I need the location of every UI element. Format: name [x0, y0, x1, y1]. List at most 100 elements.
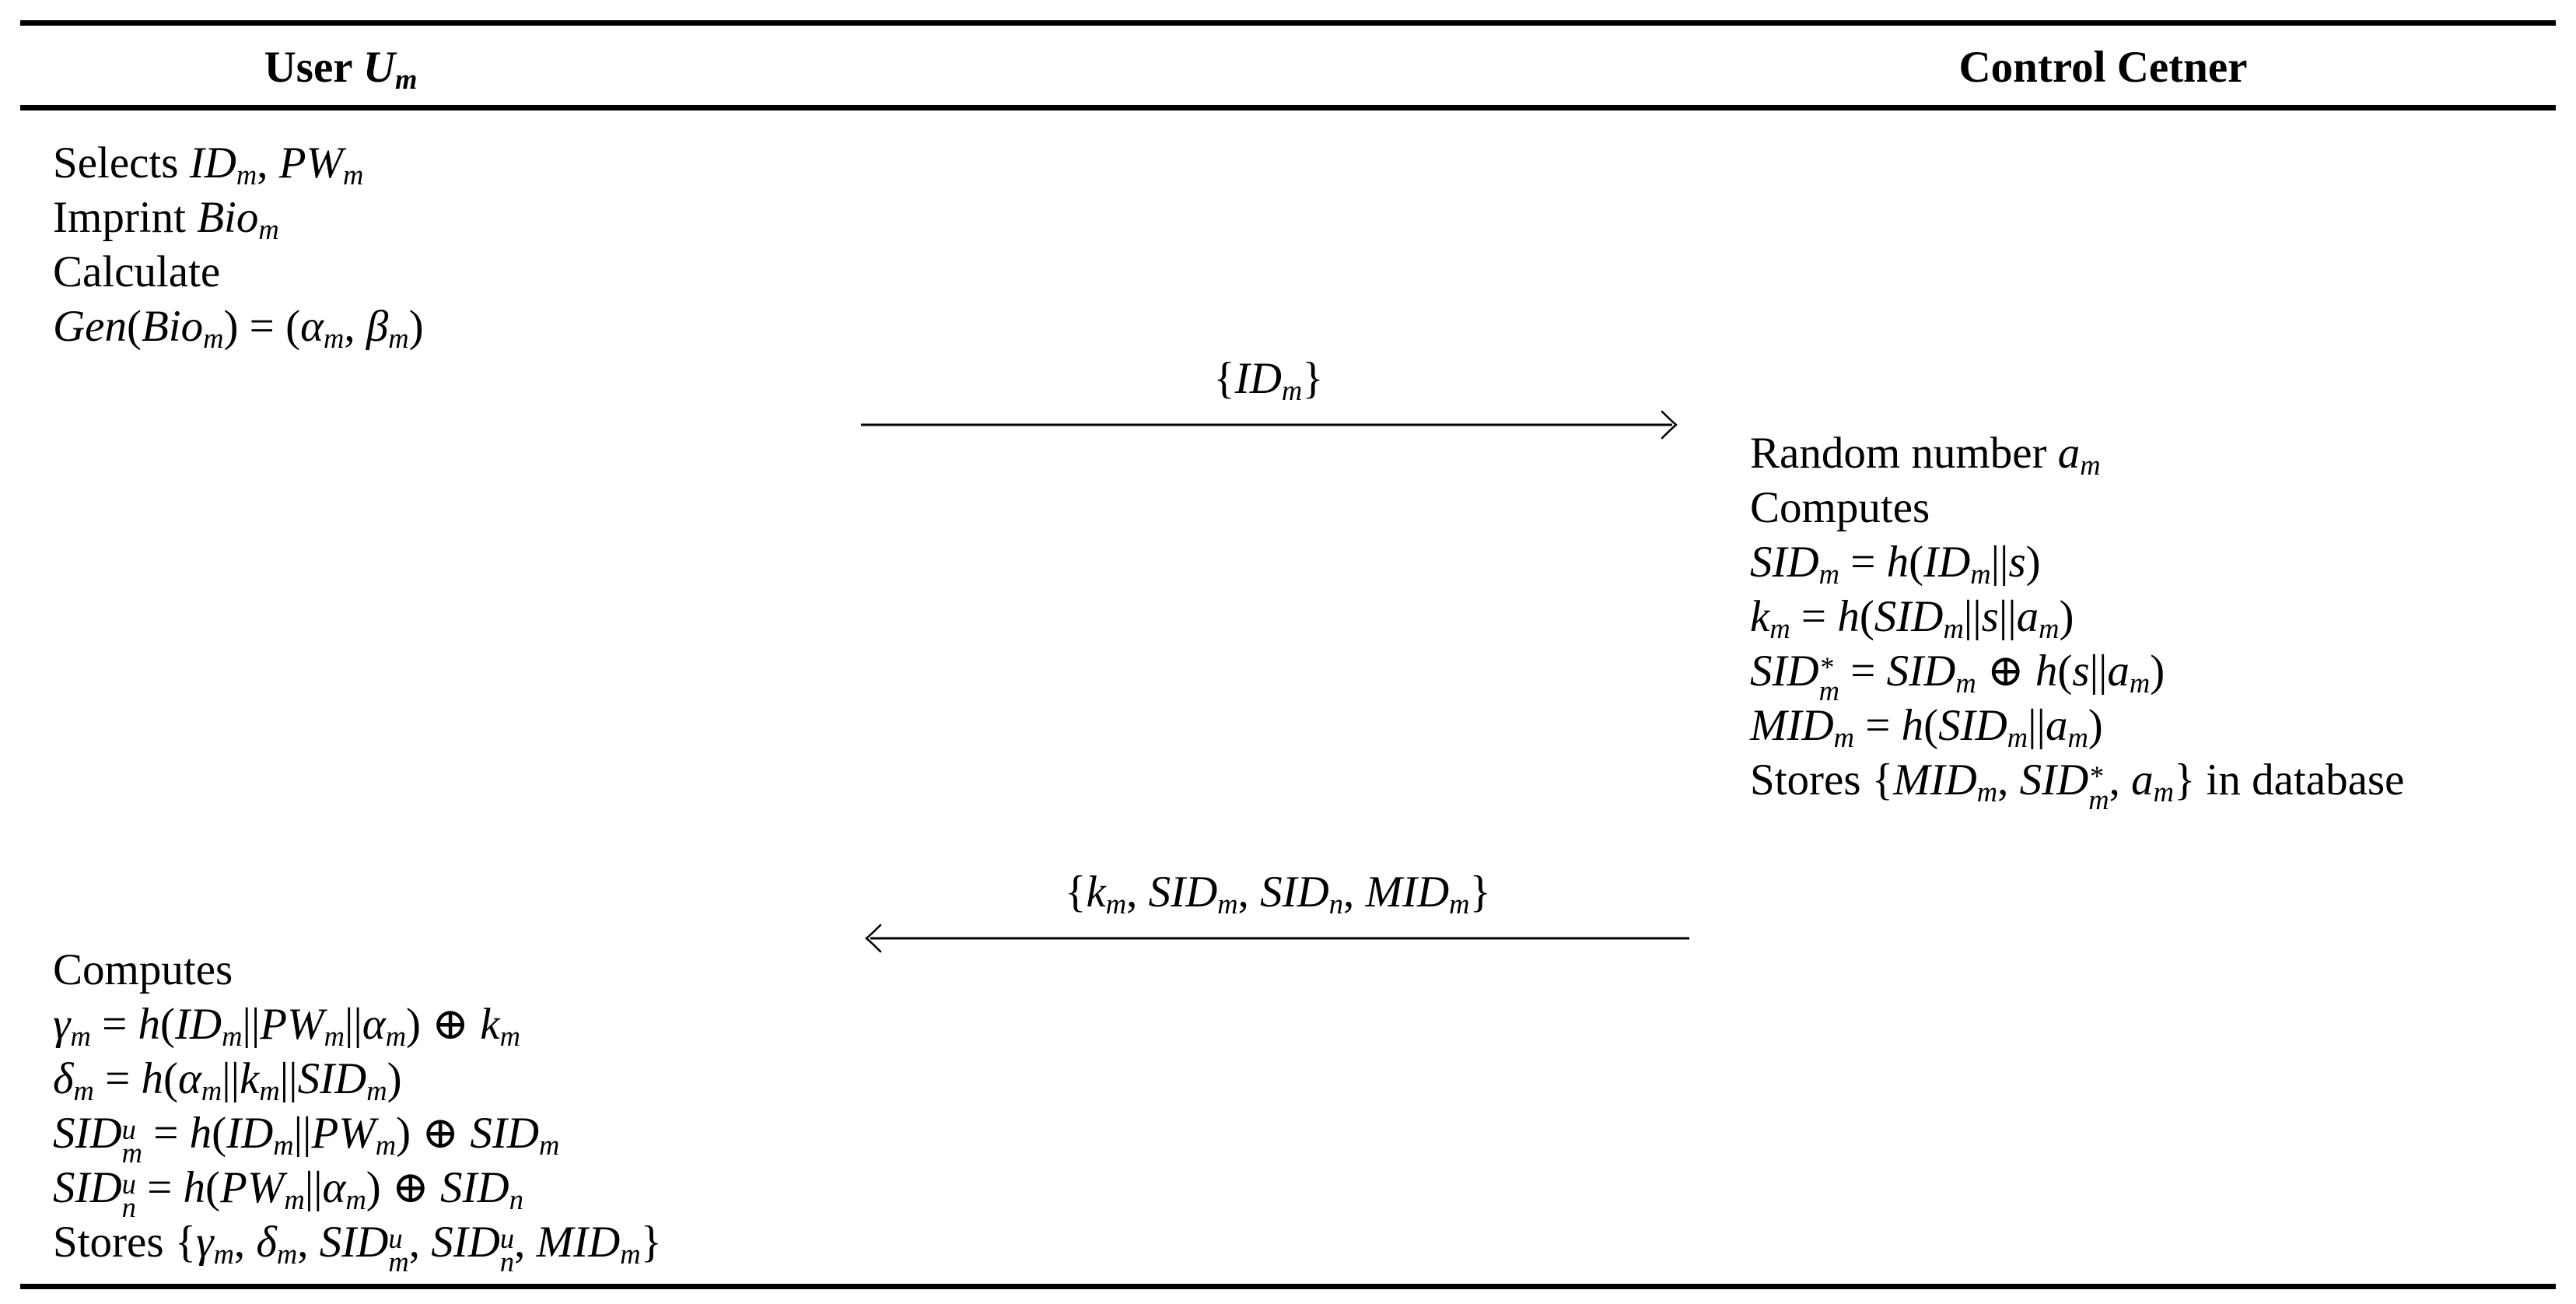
subscript: n — [1328, 887, 1344, 920]
math-token: || — [293, 1109, 312, 1158]
subscript: m — [1976, 775, 1998, 808]
math-token: h — [1837, 592, 1860, 641]
subscript: m — [121, 1136, 142, 1169]
subscript: m — [324, 1019, 345, 1052]
superscript: u — [121, 1168, 136, 1201]
math-token: Selects — [53, 138, 190, 188]
subscript: m — [258, 212, 279, 245]
protocol-line: Selects IDm, PWm — [53, 136, 424, 191]
math-token: = — [1790, 592, 1838, 641]
math-token: = — [142, 1109, 190, 1158]
subscript: m — [1955, 666, 1976, 699]
math-token: α — [322, 1163, 346, 1212]
math-token: MID — [1750, 701, 1834, 750]
math-token: h — [189, 1109, 212, 1158]
math-token: s — [1981, 592, 1999, 641]
math-token: k — [240, 1054, 260, 1103]
superscript: * — [2088, 760, 2103, 793]
math-token: SID — [1938, 701, 2007, 750]
math-token: MID — [1365, 868, 1450, 917]
math-token: , — [1343, 868, 1366, 917]
math-token: || — [304, 1163, 323, 1212]
message-1-label: {IDm} — [859, 352, 1678, 406]
subscript: m — [2088, 783, 2109, 815]
protocol-line: δm = h(αm||km||SIDm) — [53, 1052, 662, 1106]
math-token: Computes — [53, 945, 233, 994]
math-token: a — [2107, 647, 2130, 696]
math-token: || — [279, 1054, 298, 1103]
message-arrow-left — [865, 916, 1691, 966]
math-token: } — [1469, 868, 1491, 917]
math-token: Stores { — [53, 1218, 197, 1267]
subscript: n — [121, 1190, 136, 1223]
math-token: || — [222, 1054, 240, 1103]
math-token: ) — [2088, 701, 2103, 750]
math-token: ( — [1909, 538, 1924, 587]
math-token: || — [2089, 647, 2108, 696]
math-token: SID — [1750, 647, 1819, 696]
math-token: Random number — [1750, 429, 2058, 478]
math-token: SID — [431, 1218, 500, 1267]
protocol-line: Computes — [53, 943, 662, 997]
math-token: a — [2045, 701, 2068, 750]
subscript: m — [1943, 612, 1964, 644]
math-token: || — [1998, 592, 2017, 641]
subscript: m — [2129, 666, 2151, 699]
math-token: PW — [311, 1109, 376, 1158]
subscript: m — [1818, 674, 1839, 706]
subscript: m — [1970, 557, 1991, 590]
math-token: , — [1237, 868, 1261, 917]
column-header-user: User Um — [185, 43, 496, 95]
arrowhead-left-icon — [865, 924, 882, 953]
math-token: h — [1901, 701, 1924, 750]
math-token: h — [138, 1000, 160, 1049]
math-token: ( — [126, 302, 142, 351]
superscript: u — [499, 1222, 515, 1255]
math-token: SID — [2019, 755, 2089, 804]
math-token: a — [2131, 755, 2154, 804]
message-2-label: {km, SIDm, SIDn, MIDm} — [865, 865, 1691, 920]
math-token: s — [2072, 647, 2090, 696]
math-token: { — [1065, 868, 1087, 917]
subscript: m — [203, 321, 224, 354]
math-token: k — [1086, 868, 1106, 917]
math-token: a — [2057, 429, 2081, 478]
math-token: δ — [256, 1218, 277, 1267]
math-token: Imprint — [53, 193, 198, 242]
subscript: m — [388, 1245, 409, 1278]
table-top-rule — [20, 20, 2556, 26]
subscript: m — [366, 1074, 387, 1106]
math-token: || — [2028, 701, 2046, 750]
math-token: , — [344, 302, 366, 351]
subscript: m — [343, 158, 364, 191]
math-token: ( — [163, 1054, 178, 1103]
subscript: m — [2039, 612, 2060, 644]
subscript: m — [1833, 720, 1854, 753]
math-token: ) — [2059, 592, 2074, 641]
math-token: SID — [470, 1109, 540, 1158]
math-token: ⊕ — [1976, 647, 2035, 696]
math-token: { — [1213, 354, 1235, 403]
subscript: m — [201, 1074, 222, 1106]
math-token: Stores { — [1750, 755, 1894, 804]
subscript: m — [276, 1237, 298, 1270]
math-token: MID — [536, 1218, 621, 1267]
subscript: m — [1818, 557, 1839, 590]
math-token: α — [300, 302, 324, 351]
math-token: ID — [189, 138, 236, 188]
protocol-line: Stores {MIDm, SID*m, am} in database — [1750, 753, 2404, 815]
math-token: h — [2035, 647, 2058, 696]
protocol-line: Random number am — [1750, 426, 2404, 481]
subscript: n — [499, 1245, 515, 1278]
math-token: Computes — [1750, 483, 1930, 532]
protocol-line: Computes — [1750, 481, 2404, 535]
sup-sub-stack: *m — [1818, 653, 1839, 706]
subscript: m — [1449, 887, 1470, 920]
math-token: SID — [319, 1218, 389, 1267]
math-token: Bio — [197, 193, 259, 242]
math-token: = — [1839, 647, 1887, 696]
